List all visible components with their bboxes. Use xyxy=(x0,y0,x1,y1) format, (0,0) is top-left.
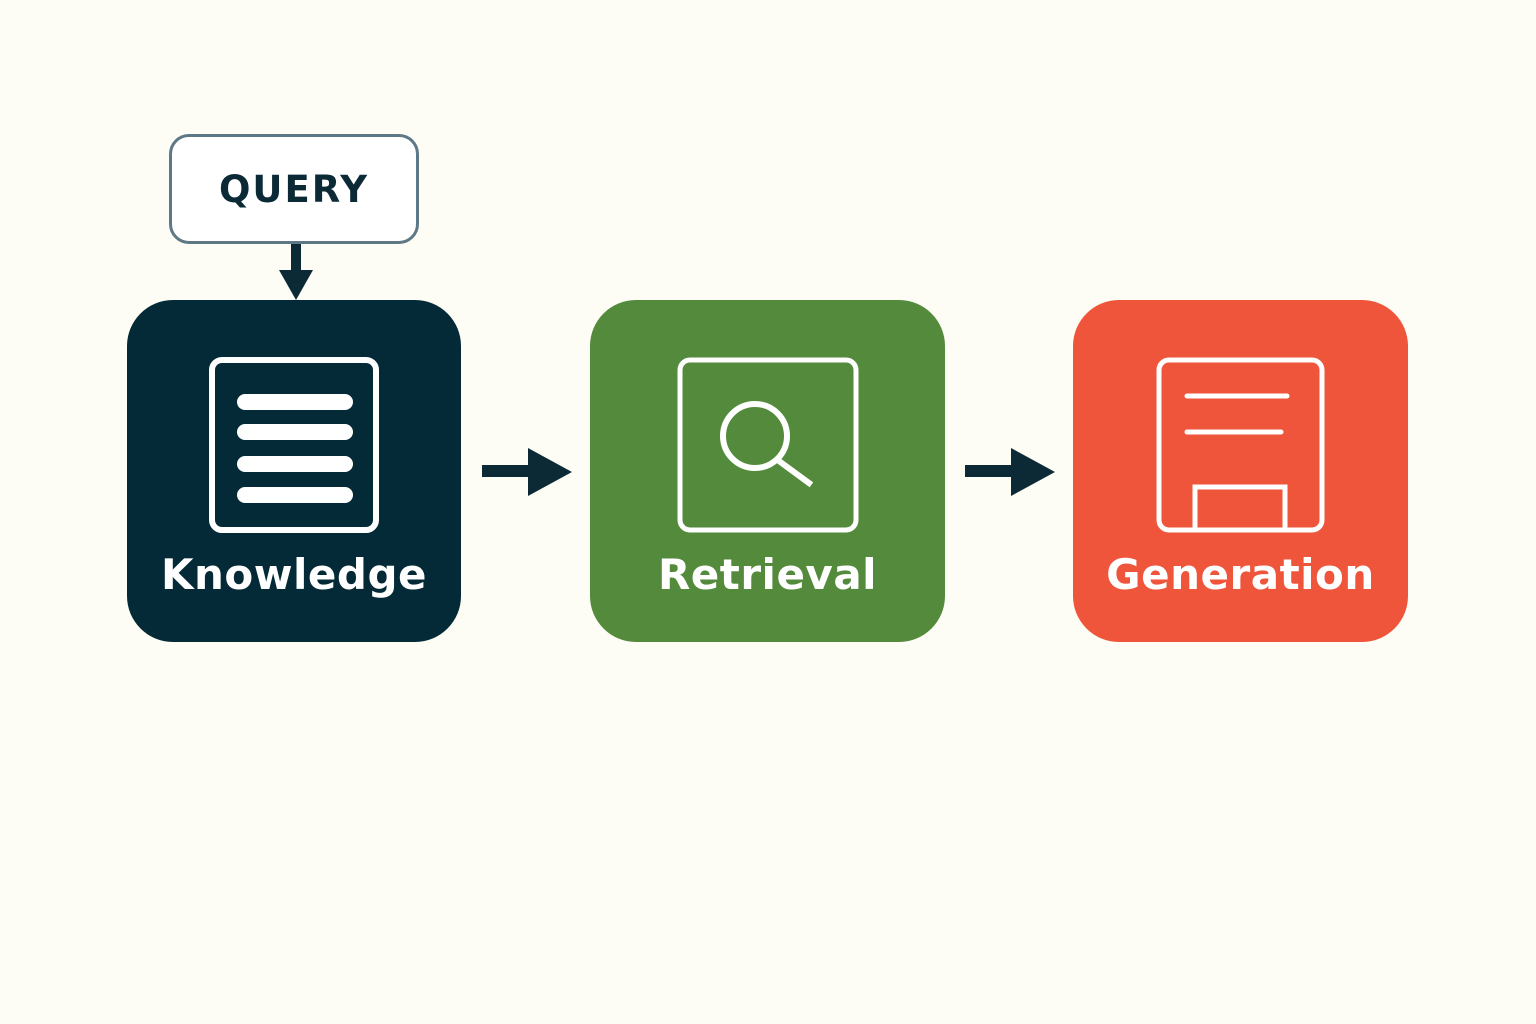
knowledge-stage: Knowledge xyxy=(127,300,461,642)
generation-stage: Generation xyxy=(1073,300,1408,642)
query-box: QUERY xyxy=(169,134,419,244)
knowledge-label: Knowledge xyxy=(160,550,428,599)
query-to-knowledge-arrow xyxy=(279,244,313,300)
retrieval-stage: Retrieval xyxy=(590,300,945,642)
generation-label: Generation xyxy=(1106,550,1375,599)
retrieval-label: Retrieval xyxy=(657,550,878,599)
save-document-icon xyxy=(1156,357,1325,533)
knowledge-to-retrieval-arrow xyxy=(482,448,572,496)
query-label: QUERY xyxy=(218,167,370,211)
search-icon xyxy=(677,357,859,533)
retrieval-to-generation-arrow xyxy=(965,448,1055,496)
document-list-icon xyxy=(209,357,379,533)
